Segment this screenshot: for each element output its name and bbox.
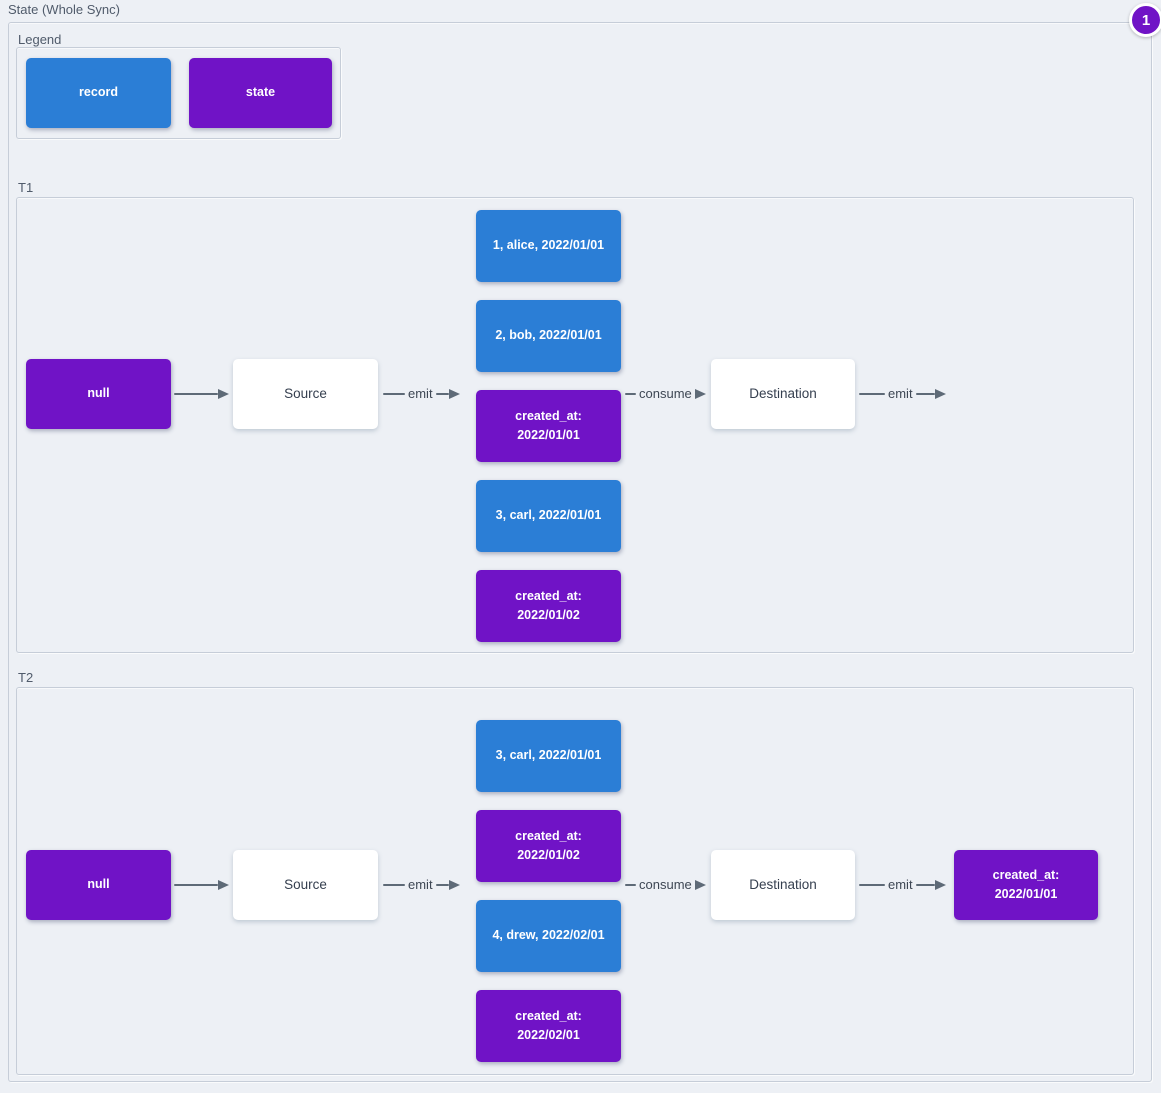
arrow-head-icon: [448, 389, 460, 399]
state-label: created_at: 2022/02/01: [515, 1008, 582, 1042]
t1-source-node: Source: [233, 359, 378, 429]
record-node: 4, drew, 2022/02/01: [476, 900, 621, 972]
state-label: created_at: 2022/01/02: [515, 828, 582, 862]
t2-destination-label: Destination: [749, 876, 817, 892]
t1-emit-label: emit: [408, 386, 433, 401]
record-node: 2, bob, 2022/01/01: [476, 300, 621, 372]
legend-container: record state: [16, 47, 341, 139]
state-label: created_at: 2022/01/02: [515, 588, 582, 622]
diagram-title: State (Whole Sync): [8, 2, 120, 17]
arrow-head-icon: [218, 389, 229, 399]
t2-source-label: Source: [284, 876, 327, 892]
t2-null-node: null: [26, 850, 171, 920]
t2-emit-label: emit: [408, 877, 433, 892]
record-label: 1, alice, 2022/01/01: [492, 238, 605, 253]
t2-container: null Source emit 3, carl, 2022/01/01 cre…: [16, 687, 1134, 1075]
record-label: 3, carl, 2022/01/01: [495, 748, 602, 763]
legend-title: Legend: [18, 32, 62, 47]
t2-emit-out-label: emit: [888, 877, 913, 892]
t2-output-state-label: created_at: 2022/01/01: [992, 867, 1060, 901]
record-label: 3, carl, 2022/01/01: [495, 508, 602, 523]
state-node: created_at: 2022/01/02: [476, 570, 621, 642]
annotation-badge[interactable]: 1: [1129, 3, 1161, 37]
t1-source-label: Source: [284, 385, 327, 401]
legend-record-label: record: [79, 85, 118, 100]
t2-null-to-source-arrow: [174, 877, 229, 893]
t1-consume-arrow: consume: [625, 386, 706, 402]
legend-record-node: record: [26, 58, 171, 128]
t2-consume-arrow: consume: [625, 877, 706, 893]
record-node: 3, carl, 2022/01/01: [476, 720, 621, 792]
t2-null-label: null: [87, 877, 110, 892]
state-node: created_at: 2022/01/02: [476, 810, 621, 882]
t1-null-node: null: [26, 359, 171, 429]
arrow-head-icon: [934, 389, 946, 399]
record-node: 3, carl, 2022/01/01: [476, 480, 621, 552]
t1-consume-label: consume: [639, 386, 692, 401]
t2-source-node: Source: [233, 850, 378, 920]
record-label: 2, bob, 2022/01/01: [495, 328, 602, 343]
t1-emit-out-arrow: emit: [859, 386, 946, 402]
arrow-head-icon: [694, 880, 706, 890]
t2-destination-node: Destination: [711, 850, 855, 920]
t2-emit-out-arrow: emit: [859, 877, 946, 893]
arrow-head-icon: [934, 880, 946, 890]
t1-null-label: null: [87, 386, 110, 401]
arrow-head-icon: [694, 389, 706, 399]
arrow-head-icon: [218, 880, 229, 890]
t1-destination-node: Destination: [711, 359, 855, 429]
state-node: created_at: 2022/02/01: [476, 990, 621, 1062]
record-label: 4, drew, 2022/02/01: [492, 928, 605, 943]
arrow-head-icon: [448, 880, 460, 890]
state-label: created_at: 2022/01/01: [515, 408, 582, 442]
t2-consume-label: consume: [639, 877, 692, 892]
legend-state-label: state: [245, 85, 276, 100]
t2-output-state-node: created_at: 2022/01/01: [954, 850, 1098, 920]
state-whole-sync-container: [8, 22, 1152, 1082]
t1-null-to-source-arrow: [174, 386, 229, 402]
t2-emit-arrow: emit: [383, 877, 460, 893]
legend-state-node: state: [189, 58, 332, 128]
t1-emit-out-label: emit: [888, 386, 913, 401]
record-node: 1, alice, 2022/01/01: [476, 210, 621, 282]
t1-container: null Source emit 1, alice, 2022/01/01 2,…: [16, 197, 1134, 653]
t1-destination-label: Destination: [749, 385, 817, 401]
state-node: created_at: 2022/01/01: [476, 390, 621, 462]
t1-emit-arrow: emit: [383, 386, 460, 402]
t2-title: T2: [18, 670, 34, 685]
t1-title: T1: [18, 180, 34, 195]
